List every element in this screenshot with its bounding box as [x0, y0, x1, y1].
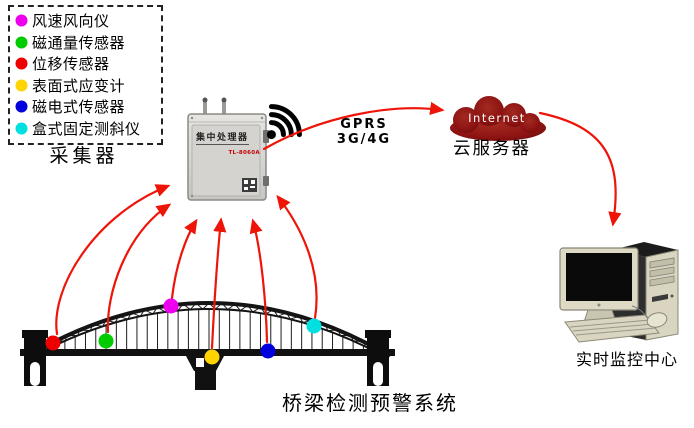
arrow-wind-to-collector: [170, 218, 198, 300]
legend-item-displacement: 位移传感器: [13, 53, 161, 75]
bridge-truss-web: [27, 302, 391, 357]
arrow-displacement-to-collector: [55, 184, 171, 336]
computer-monitor: [559, 247, 639, 330]
legend-label: 磁通量传感器: [32, 33, 126, 52]
wifi-icon: [266, 104, 302, 140]
gprs-network-label: GPRS 3G/4G: [331, 117, 397, 147]
internet-cloud-icon: [450, 96, 546, 141]
gprs-line2: 3G/4G: [336, 132, 392, 147]
sensor-dot-strain: [204, 349, 220, 365]
legend-item-inclinometer: 盒式固定测斜仪: [13, 118, 161, 140]
antenna-icon: [221, 97, 227, 103]
bridge-illustration: [20, 301, 395, 390]
bridge-right-tower: [365, 330, 391, 386]
monitoring-center-caption: 实时监控中心: [575, 350, 678, 369]
legend-item-wind: 风速风向仪: [13, 10, 161, 32]
arrow-inclinometer-to-collector: [276, 194, 318, 320]
legend-dot-icon: [15, 36, 28, 49]
desktop-computer-icon: [559, 242, 679, 343]
bridge-arch-outer-chord: [26, 301, 392, 358]
computer-mouse-icon: [631, 305, 668, 328]
legend-label: 盒式固定测斜仪: [32, 119, 141, 138]
arrow-strain-to-collector: [210, 217, 227, 350]
sensor-dot-wind: [163, 298, 179, 314]
legend-dot-icon: [15, 57, 28, 70]
legend-item-magnetoelectric: 磁电式传感器: [13, 96, 161, 118]
legend-label: 表面式应变计: [32, 76, 126, 95]
qr-code-icon: [242, 178, 257, 192]
page-title: 桥梁检测预警系统: [282, 391, 458, 415]
collector-caption: 采集器: [49, 145, 119, 167]
legend-dot-icon: [15, 79, 28, 92]
arrow-magnetoelectric-to-collector: [249, 218, 269, 344]
legend-dot-icon: [15, 100, 28, 113]
legend-label: 风速风向仪: [32, 12, 110, 31]
legend-dot-icon: [15, 122, 28, 135]
legend-item-magnetic-flux: 磁通量传感器: [13, 32, 161, 54]
data-flow-arrows: [55, 101, 622, 350]
bridge-pier-window: [196, 358, 204, 367]
device-side-knob: [263, 176, 269, 186]
cloud-server-caption: 云服务器: [453, 139, 531, 159]
arrow-cloud-to-monitor: [538, 111, 622, 227]
antenna-icon: [202, 97, 208, 103]
bridge-pier-block: [195, 371, 216, 390]
concentrator-device: [187, 97, 269, 201]
gprs-line1: GPRS: [340, 117, 388, 132]
sensor-dot-inclinometer: [306, 318, 322, 334]
concentrator-label: 集中处理器: [196, 133, 249, 146]
bridge-left-tower: [22, 330, 48, 386]
computer-keyboard: [564, 314, 660, 343]
bridge-arch-inner-chord: [33, 308, 385, 357]
arrow-magnetic-flux-to-collector: [106, 203, 172, 334]
legend-label: 磁电式传感器: [32, 98, 126, 117]
legend-item-strain: 表面式应变计: [13, 75, 161, 97]
sensor-dot-displacement: [45, 335, 61, 351]
device-brand-logo: TL-8060A: [228, 150, 260, 156]
legend-label: 位移传感器: [32, 55, 110, 74]
sensor-dot-magnetoelectric: [260, 343, 276, 359]
internet-label: Internet: [468, 111, 526, 125]
legend-dot-icon: [15, 14, 28, 27]
arrow-collector-to-cloud: [262, 101, 445, 151]
sensor-legend: 风速风向仪 磁通量传感器 位移传感器 表面式应变计 磁电式传感器 盒式固定测斜仪: [8, 5, 163, 145]
bridge-sensor-dots: [45, 298, 322, 365]
sensor-dot-magnetic-flux: [98, 333, 114, 349]
